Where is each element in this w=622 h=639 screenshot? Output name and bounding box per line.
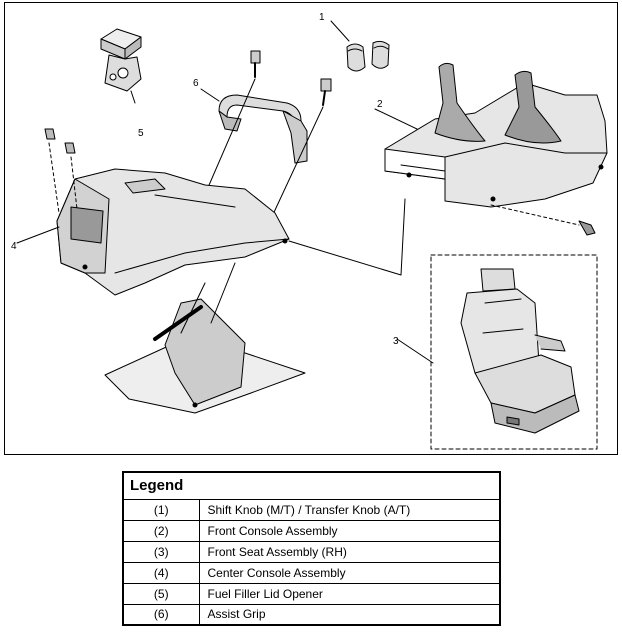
callout-2: 2 <box>377 99 383 110</box>
front-console-assembly-drawing <box>374 62 608 236</box>
shift-knob-drawing <box>330 20 390 72</box>
legend-row: (1) Shift Knob (M/T) / Transfer Knob (A/… <box>122 498 501 521</box>
legend-description: Fuel Filler Lid Opener <box>198 582 501 605</box>
legend-description: Center Console Assembly <box>198 561 501 584</box>
floor-bracket-drawing <box>104 262 306 414</box>
legend-row: (4) Center Console Assembly <box>122 561 501 584</box>
legend-table: Legend (1) Shift Knob (M/T) / Transfer K… <box>122 471 501 626</box>
fuel-filler-lid-opener-drawing <box>100 28 142 104</box>
legend-description: Front Seat Assembly (RH) <box>198 540 501 563</box>
callout-4: 4 <box>11 241 17 252</box>
legend-row: (6) Assist Grip <box>122 603 501 626</box>
legend-number: (2) <box>122 519 200 542</box>
legend-description: Shift Knob (M/T) / Transfer Knob (A/T) <box>198 498 501 521</box>
front-seat-box <box>430 254 598 450</box>
legend-row: (2) Front Console Assembly <box>122 519 501 542</box>
center-console-assembly-drawing <box>16 128 406 296</box>
legend-number: (6) <box>122 603 200 626</box>
callout-3: 3 <box>393 336 399 347</box>
legend-header-row: Legend <box>122 471 501 500</box>
legend-description: Assist Grip <box>198 603 501 626</box>
legend-number: (4) <box>122 561 200 584</box>
legend-number: (5) <box>122 582 200 605</box>
diagram-drawing <box>16 20 608 450</box>
callout-1: 1 <box>319 12 325 23</box>
assist-grip-drawing <box>200 50 332 224</box>
legend-description: Front Console Assembly <box>198 519 501 542</box>
legend-number: (1) <box>122 498 200 521</box>
exploded-parts-diagram: 1 2 3 4 5 6 <box>4 2 618 455</box>
legend-row: (5) Fuel Filler Lid Opener <box>122 582 501 605</box>
callout-5: 5 <box>138 128 144 139</box>
front-seat-assembly-drawing <box>396 268 580 434</box>
legend-title: Legend <box>122 471 501 500</box>
legend-number: (3) <box>122 540 200 563</box>
callout-6: 6 <box>193 78 199 89</box>
legend-row: (3) Front Seat Assembly (RH) <box>122 540 501 563</box>
